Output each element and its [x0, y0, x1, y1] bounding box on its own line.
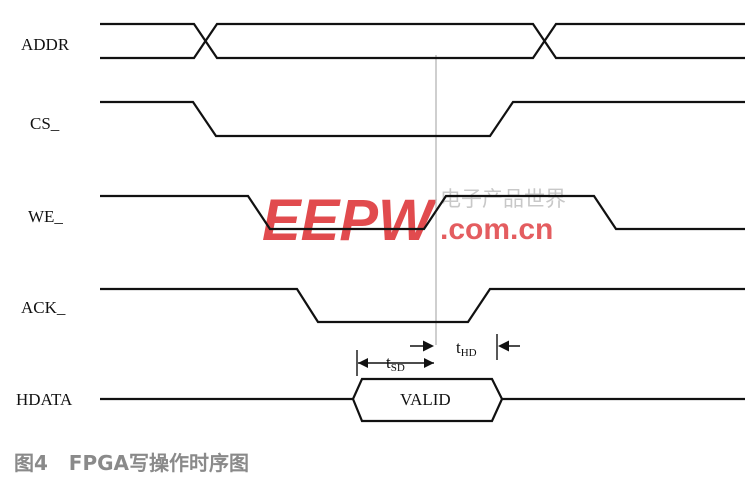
watermark: EEPW .com.cn 电子产品世界	[262, 187, 566, 253]
signal-label-hdata: HDATA	[16, 390, 73, 409]
watermark-tagline: 电子产品世界	[440, 187, 566, 211]
hold-time-annotation: tHD	[456, 334, 520, 360]
ack-waveform	[100, 287, 745, 324]
setup-time-label: tSD	[386, 353, 405, 374]
watermark-brand: EEPW	[262, 188, 437, 253]
hdata-waveform	[100, 377, 745, 423]
cs-waveform	[100, 100, 745, 138]
setup-time-annotation: tSD	[356, 340, 434, 376]
hold-time-label: tHD	[456, 338, 477, 359]
we-waveform	[100, 194, 745, 231]
watermark-domain: .com.cn	[440, 213, 553, 246]
signal-label-addr: ADDR	[21, 35, 70, 54]
signal-label-we: WE_	[28, 207, 63, 226]
addr-waveform	[100, 22, 745, 60]
hdata-valid-label: VALID	[400, 390, 451, 409]
figure-caption: 图4 FPGA写操作时序图	[14, 451, 249, 475]
signal-label-ack: ACK_	[21, 298, 66, 317]
signal-label-cs: CS_	[30, 114, 60, 133]
